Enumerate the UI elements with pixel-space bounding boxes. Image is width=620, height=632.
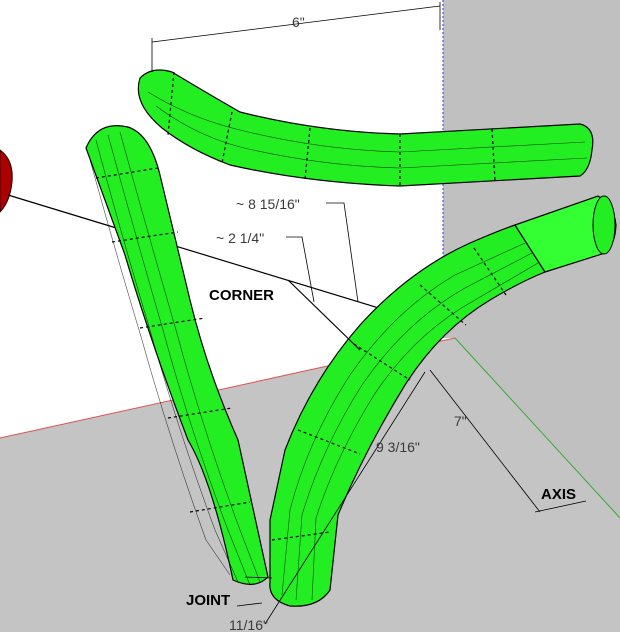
right-tube[interactable] <box>269 224 546 607</box>
left-tube[interactable] <box>85 125 269 585</box>
dim-bottom-label: 11/16" <box>229 617 268 632</box>
dim-long-label: ~ 8 15/16" <box>236 196 300 212</box>
left-tube-seg-2 <box>111 231 179 243</box>
corner-label: CORNER <box>209 287 274 304</box>
dim-bottom-line <box>236 602 263 607</box>
dim-7-label: 7" <box>454 413 467 429</box>
right-tube-edge-1 <box>281 242 526 596</box>
left-tube-seg-3 <box>139 317 206 329</box>
dim-short-label: ~ 2 1/4" <box>216 230 264 246</box>
dim-long-leader <box>326 202 359 303</box>
corner-guide-line <box>287 279 361 351</box>
left-tube-seg-4 <box>167 407 233 419</box>
green-axis-edge <box>454 337 620 519</box>
red-sphere-shape <box>0 149 13 213</box>
top-dim-line <box>151 5 441 43</box>
dim-7-extension <box>534 500 587 513</box>
right-tube-end-face <box>592 195 616 255</box>
left-tube-edge-3 <box>119 131 261 583</box>
right-tube-seg-4 <box>419 284 467 326</box>
left-tube-seg-1 <box>95 167 159 179</box>
right-tube-seg-2 <box>297 429 361 455</box>
left-tube-seg-5 <box>189 501 251 513</box>
left-tube-edge-1 <box>95 139 239 583</box>
axis-label: AXIS <box>541 486 576 503</box>
top-tube-edge-2 <box>155 105 588 169</box>
top-tube[interactable] <box>137 69 594 187</box>
top-tube-seg-3 <box>304 127 311 181</box>
axis-guide-line <box>7 194 393 313</box>
right-tube-edge-3 <box>311 262 539 601</box>
joint-marker-line <box>244 576 273 579</box>
dim-9-line <box>264 371 426 625</box>
left-tube-edge-4 <box>89 159 231 576</box>
left-tube-edge-2 <box>107 134 251 586</box>
joint-label: JOINT <box>186 592 230 609</box>
right-tube-seg-3 <box>353 343 411 381</box>
dim-9-label: 9 3/16" <box>376 439 420 455</box>
right-tube-seg-1 <box>271 531 331 541</box>
dim-short-leader <box>286 236 315 303</box>
dim-7-line <box>429 369 541 513</box>
right-tube-edge-2 <box>295 252 533 601</box>
top-tube-seg-2 <box>221 111 233 164</box>
top-tube-seg-1 <box>167 71 175 136</box>
top-dim-label: 6" <box>292 14 305 30</box>
top-tube-seg-5 <box>491 128 496 182</box>
top-tube-edge-1 <box>147 91 586 153</box>
